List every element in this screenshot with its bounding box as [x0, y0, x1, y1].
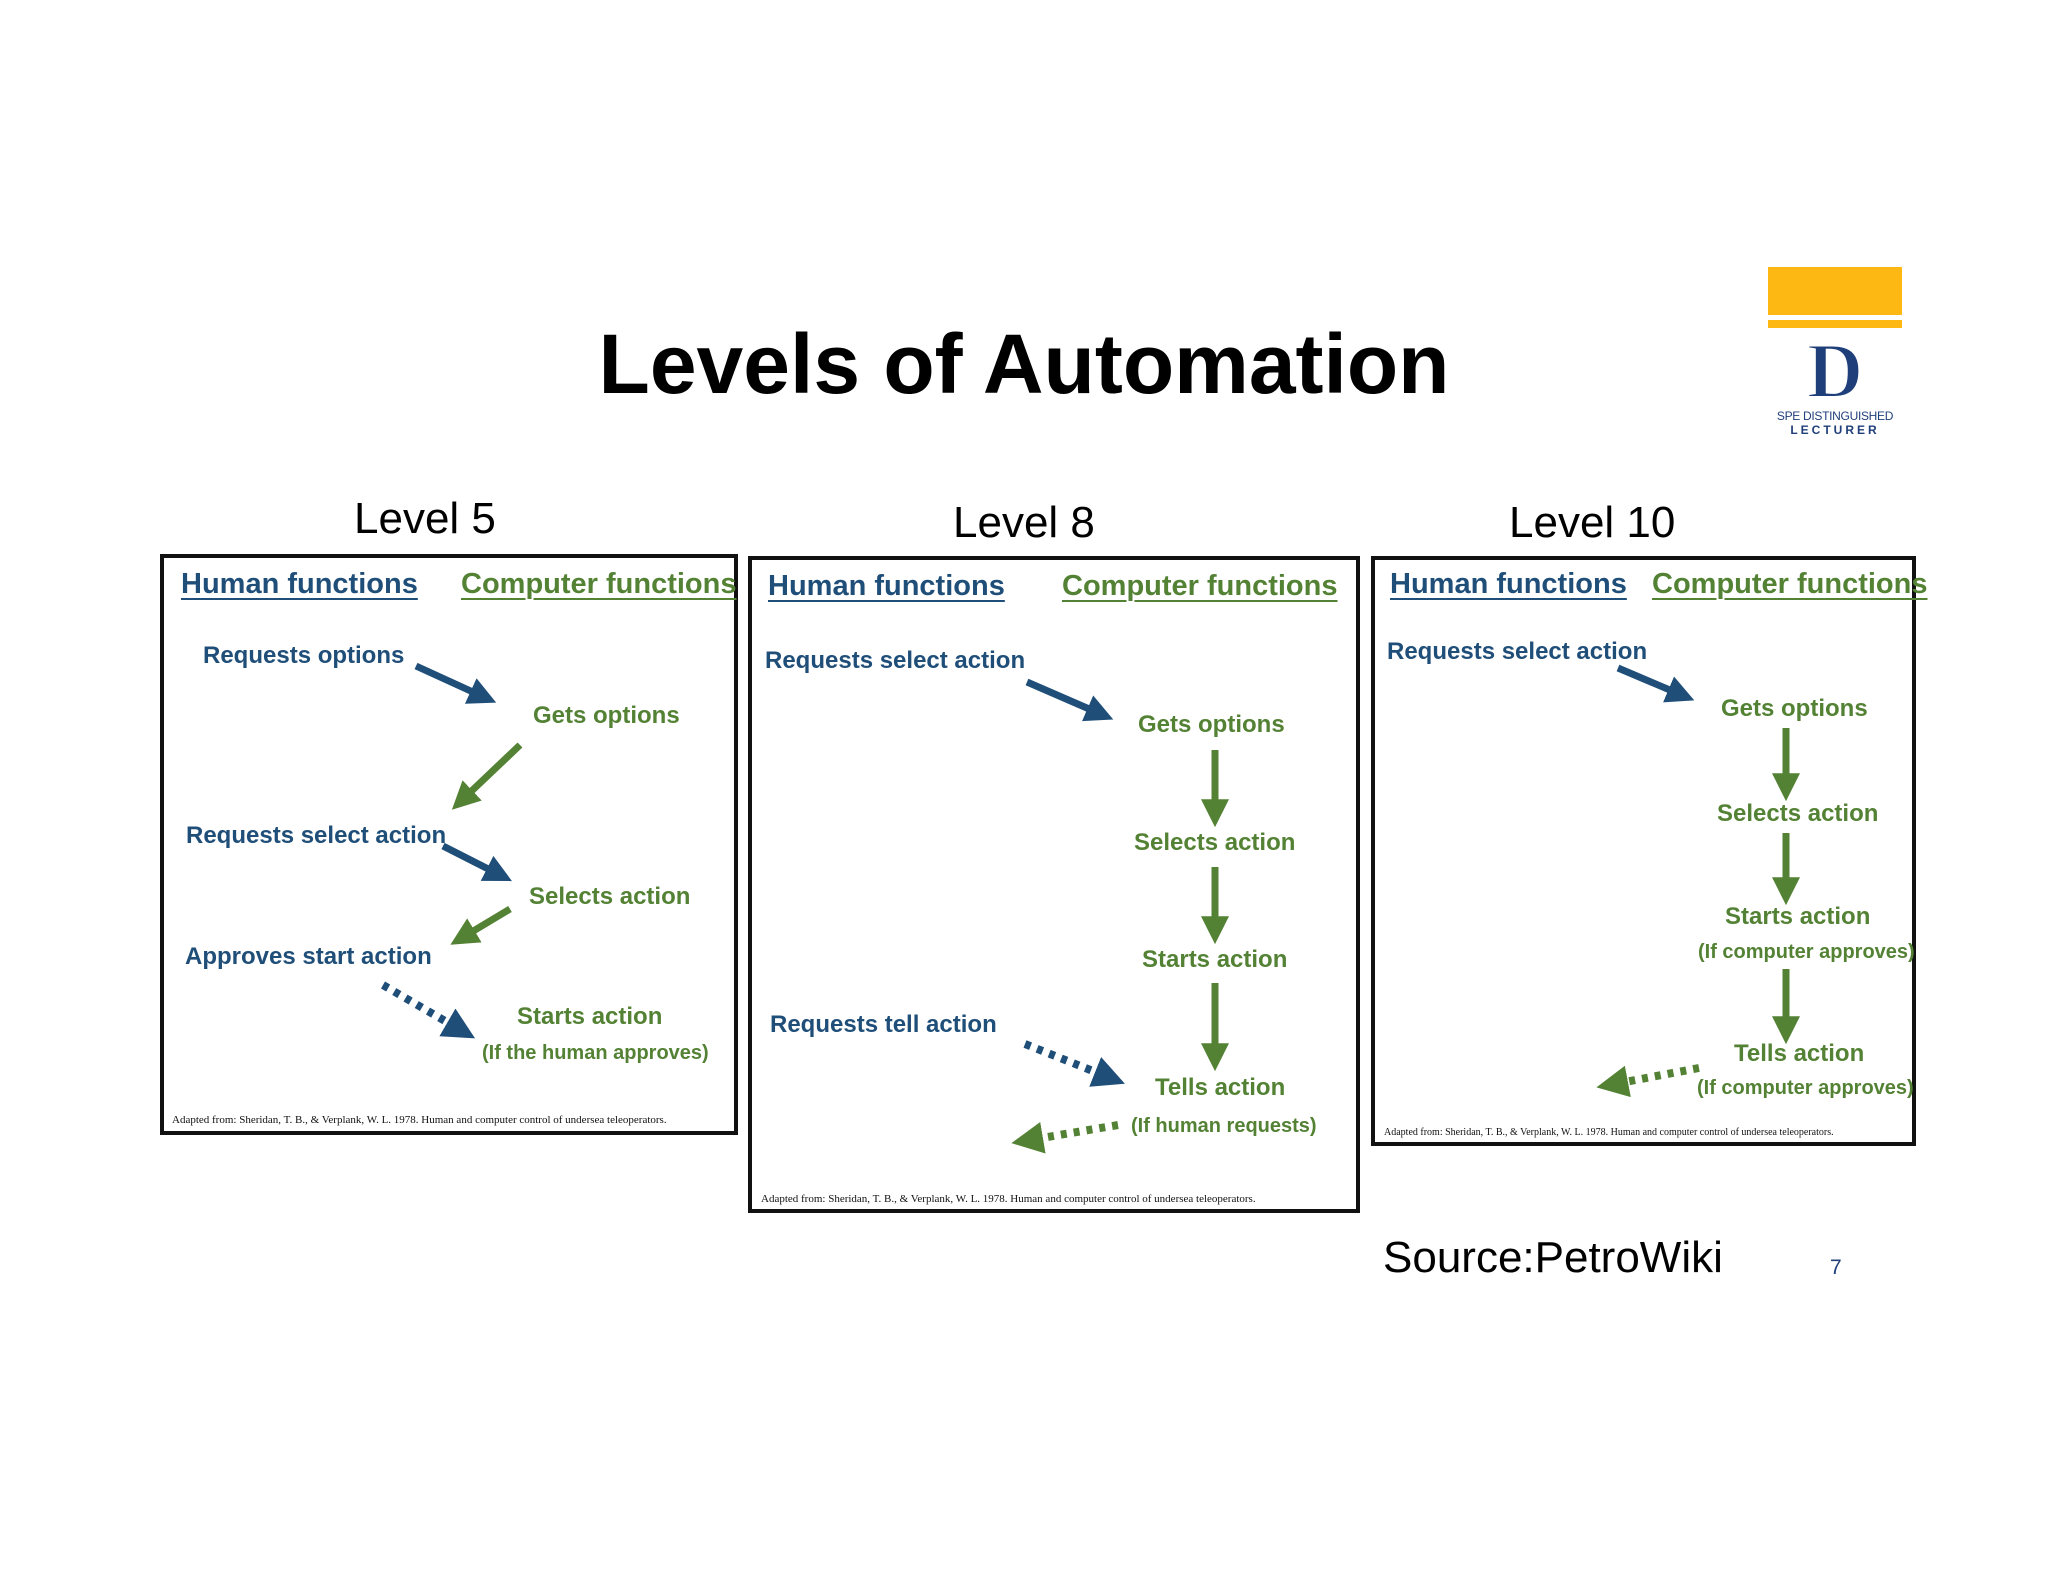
slide-title: Levels of Automation	[598, 317, 1450, 411]
step-label: Starts action	[1142, 946, 1288, 973]
step-label: Selects action	[529, 883, 691, 910]
level-10-label: Level 10	[1509, 498, 1676, 547]
arrow-1	[1025, 678, 1114, 722]
human-functions-header: Human functions	[768, 570, 1005, 602]
level-5-diagram: Human functions Computer functions Reque…	[160, 554, 738, 1135]
step-condition: (If computer approves)	[1698, 941, 1915, 963]
arrow-4	[450, 905, 512, 945]
level-10-diagram: Human functions Computer functions Reque…	[1371, 556, 1928, 1146]
step-label: Starts action	[1725, 903, 1871, 930]
level-5-label: Level 5	[354, 494, 496, 543]
svg-text:D: D	[1807, 335, 1863, 405]
spe-distinguished-lecturer-logo: D SPE DISTINGUISHED LECTURER	[1768, 267, 1902, 442]
computer-functions-header: Computer functions	[1652, 568, 1928, 600]
arrow-1	[414, 662, 497, 704]
logo-gold-bar	[1768, 267, 1902, 315]
step-label: Starts action	[517, 1003, 663, 1030]
citation: Adapted from: Sheridan, T. B., & Verplan…	[761, 1193, 1256, 1205]
step-label: Selects action	[1134, 829, 1296, 856]
step-label: Requests select action	[765, 647, 1026, 674]
human-functions-header: Human functions	[1390, 568, 1627, 600]
step-label: Gets options	[1138, 711, 1285, 738]
logo-gold-stripe	[1768, 320, 1902, 328]
computer-functions-header: Computer functions	[461, 568, 737, 600]
page-number: 7	[1830, 1256, 1842, 1279]
level-8-diagram: Human functions Computer functions Reque…	[748, 556, 1360, 1213]
logo-text-line2: LECTURER	[1790, 423, 1880, 437]
arrow-1	[1616, 664, 1695, 703]
human-functions-header: Human functions	[181, 568, 418, 600]
logo-text-line1: SPE DISTINGUISHED	[1776, 409, 1894, 423]
citation: Adapted from: Sheridan, T. B., & Verplan…	[1384, 1127, 1834, 1138]
step-condition: (If computer approves)	[1697, 1077, 1914, 1099]
level-10-arrows	[1596, 664, 1800, 1098]
source-credit: Source:PetroWiki	[1383, 1233, 1723, 1282]
arrow-2	[451, 742, 523, 810]
arrow-3	[441, 842, 512, 882]
step-condition: (If human requests)	[1131, 1115, 1317, 1137]
step-label: Approves start action	[185, 943, 432, 970]
arrow-5	[1596, 1064, 1700, 1098]
level-8-label: Level 8	[953, 498, 1095, 547]
step-label: Requests options	[203, 642, 405, 669]
step-label: Gets options	[1721, 695, 1868, 722]
step-label: Tells action	[1155, 1074, 1286, 1101]
citation: Adapted from: Sheridan, T. B., & Verplan…	[172, 1114, 667, 1126]
step-condition: (If the human approves)	[482, 1042, 709, 1064]
step-label: Gets options	[533, 702, 680, 729]
level-8-arrows	[1011, 678, 1229, 1154]
step-label: Requests select action	[1387, 638, 1648, 665]
arrow-6	[1011, 1121, 1119, 1154]
step-label: Requests select action	[186, 822, 447, 849]
arrow-5	[1023, 1040, 1125, 1087]
step-label: Tells action	[1734, 1040, 1865, 1067]
logo-d-icon: D	[1806, 335, 1864, 405]
step-label: Selects action	[1717, 800, 1879, 827]
computer-functions-header: Computer functions	[1062, 570, 1338, 602]
level-5-arrows	[380, 662, 523, 1039]
arrow-5	[380, 981, 476, 1039]
step-label: Requests tell action	[770, 1011, 997, 1038]
